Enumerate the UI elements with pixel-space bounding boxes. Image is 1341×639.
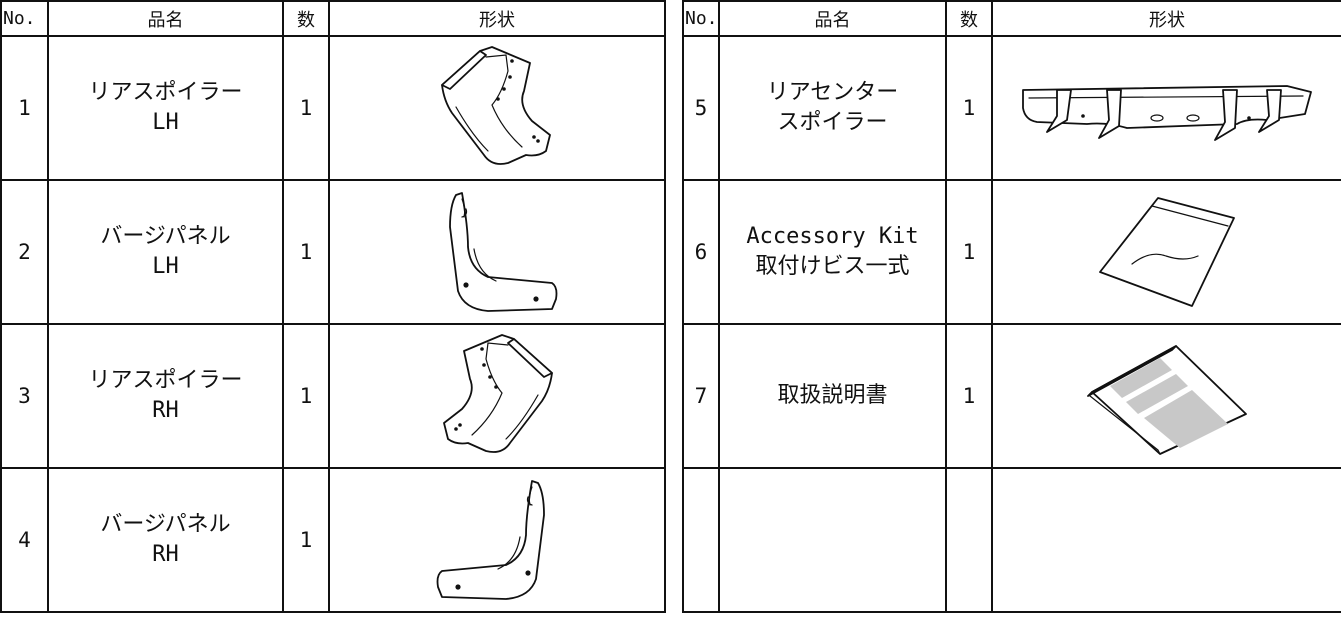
row-qty: 1 bbox=[282, 35, 330, 181]
table-row: 6 Accessory Kit 取付けビス一式 1 bbox=[682, 179, 1341, 325]
header-row: No. 品名 数 形状 bbox=[0, 0, 666, 37]
row-qty: 1 bbox=[945, 179, 993, 325]
header-name: 品名 bbox=[47, 0, 284, 37]
row-shape bbox=[991, 323, 1341, 469]
row-qty: 1 bbox=[282, 179, 330, 325]
instruction-manual-drawing bbox=[1087, 345, 1247, 455]
row-name: リアスポイラー LH bbox=[47, 35, 284, 181]
row-qty: 1 bbox=[945, 35, 993, 181]
row-name: Accessory Kit 取付けビス一式 bbox=[718, 179, 947, 325]
header-no: No. bbox=[0, 0, 49, 37]
name-line-2: LH bbox=[152, 254, 179, 279]
row-no: 5 bbox=[682, 35, 720, 181]
row-no: 4 bbox=[0, 467, 49, 613]
row-name: 取扱説明書 bbox=[718, 323, 947, 469]
name-line-2: RH bbox=[152, 542, 179, 567]
table-row: 2 バージパネル LH 1 bbox=[0, 179, 666, 325]
name-line-2: LH bbox=[152, 110, 179, 135]
row-name: バージパネル RH bbox=[47, 467, 284, 613]
parts-table-right: No. 品名 数 形状 5 リアセンター スポイラー 1 6 bbox=[682, 0, 1341, 613]
header-name: 品名 bbox=[718, 0, 947, 37]
header-qty: 数 bbox=[945, 0, 993, 37]
row-shape bbox=[991, 35, 1341, 181]
table-row: 1 リアスポイラー LH 1 bbox=[0, 35, 666, 181]
row-qty: 1 bbox=[282, 467, 330, 613]
row-no: 1 bbox=[0, 35, 49, 181]
name-line-1: バージパネル bbox=[100, 512, 231, 537]
header-qty: 数 bbox=[282, 0, 330, 37]
header-shape: 形状 bbox=[328, 0, 666, 37]
row-shape bbox=[328, 323, 666, 469]
row-shape bbox=[328, 35, 666, 181]
row-shape bbox=[991, 467, 1341, 613]
rear-spoiler-lh-drawing bbox=[441, 46, 551, 165]
name-line-1: Accessory Kit bbox=[746, 224, 919, 249]
row-no: 6 bbox=[682, 179, 720, 325]
table-row: 4 バージパネル RH 1 bbox=[0, 467, 666, 613]
table-row: 5 リアセンター スポイラー 1 bbox=[682, 35, 1341, 181]
name-line-1: 取扱説明書 bbox=[777, 383, 888, 408]
header-row: No. 品名 数 形状 bbox=[682, 0, 1341, 37]
row-qty: 1 bbox=[282, 323, 330, 469]
row-name: バージパネル LH bbox=[47, 179, 284, 325]
table-row: 7 取扱説明書 1 bbox=[682, 323, 1341, 469]
row-no: 2 bbox=[0, 179, 49, 325]
name-line-1: リアスポイラー bbox=[88, 80, 243, 105]
row-name: リアセンター スポイラー bbox=[718, 35, 947, 181]
row-shape bbox=[991, 179, 1341, 325]
table-row-empty bbox=[682, 467, 1341, 613]
rear-spoiler-rh-drawing bbox=[443, 334, 553, 453]
row-qty: 1 bbox=[945, 323, 993, 469]
row-no: 3 bbox=[0, 323, 49, 469]
name-line-2: スポイラー bbox=[777, 110, 888, 135]
accessory-bag-drawing bbox=[1099, 197, 1235, 307]
name-line-1: バージパネル bbox=[100, 224, 231, 249]
row-shape bbox=[328, 467, 666, 613]
rear-center-spoiler-drawing bbox=[1022, 85, 1312, 141]
row-no bbox=[682, 467, 720, 613]
header-no: No. bbox=[682, 0, 720, 37]
name-line-2: RH bbox=[152, 398, 179, 423]
barge-panel-lh-drawing bbox=[449, 192, 558, 312]
name-line-2: 取付けビス一式 bbox=[755, 254, 910, 279]
row-qty bbox=[945, 467, 993, 613]
row-shape bbox=[328, 179, 666, 325]
row-name bbox=[718, 467, 947, 613]
row-no: 7 bbox=[682, 323, 720, 469]
table-row: 3 リアスポイラー RH 1 bbox=[0, 323, 666, 469]
name-line-1: リアスポイラー bbox=[88, 368, 243, 393]
row-name: リアスポイラー RH bbox=[47, 323, 284, 469]
barge-panel-rh-drawing bbox=[436, 480, 545, 600]
parts-table-left: No. 品名 数 形状 1 リアスポイラー LH 1 2 バージパネル LH bbox=[0, 0, 666, 613]
name-line-1: リアセンター bbox=[766, 80, 899, 105]
header-shape: 形状 bbox=[991, 0, 1341, 37]
